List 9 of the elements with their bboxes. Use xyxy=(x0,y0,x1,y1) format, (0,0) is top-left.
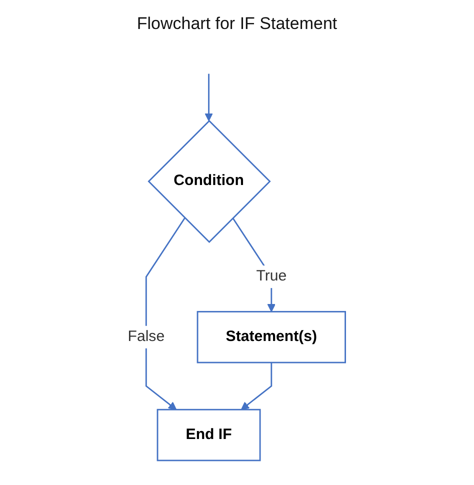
edge-label: False xyxy=(128,328,166,345)
arrow xyxy=(146,218,186,410)
edge-label: True xyxy=(256,268,288,284)
node-diamond: Condition xyxy=(148,120,272,243)
arrow xyxy=(241,362,273,410)
arrow xyxy=(205,74,214,122)
diagram-title: Flowchart for IF Statement xyxy=(136,14,338,34)
node-box: Statement(s) xyxy=(197,310,346,364)
node-box: End IF xyxy=(157,408,262,462)
